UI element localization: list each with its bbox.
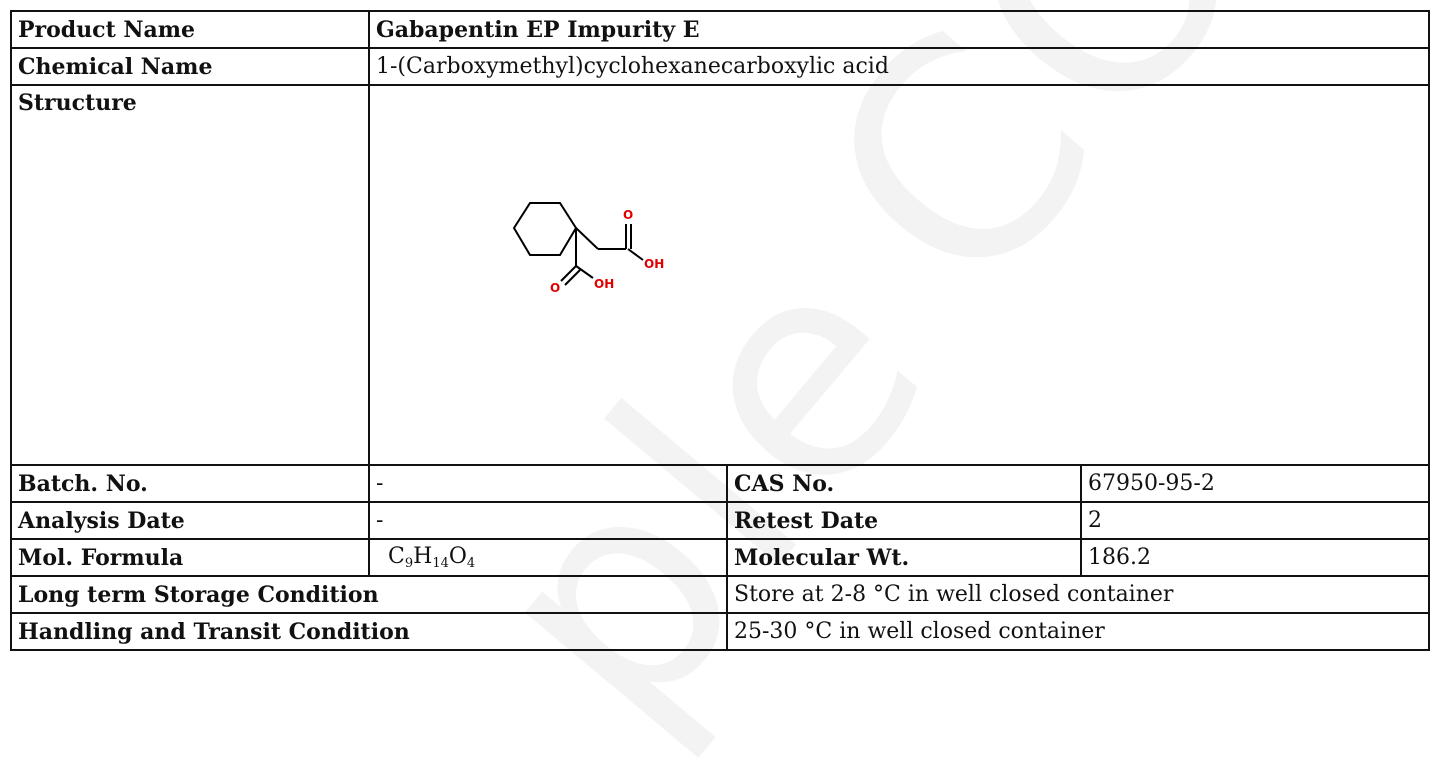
value-analysis-date: - <box>368 501 728 540</box>
molecule-structure-image: O OH O OH <box>512 202 664 295</box>
row-transit: Handling and Transit Condition 25-30 °C … <box>10 612 1431 651</box>
label-cas-no: CAS No. <box>726 464 1082 503</box>
label-retest-date: Retest Date <box>726 501 1082 540</box>
value-product-name: Gabapentin EP Impurity E <box>367 10 1431 49</box>
row-product-name: Product Name Gabapentin EP Impurity E <box>10 10 1431 49</box>
row-chemical-name: Chemical Name 1-(Carboxymethyl)cyclohexa… <box>10 47 1431 86</box>
label-batch-no: Batch. No. <box>10 464 370 503</box>
atom-oxygen-top: O <box>623 208 633 222</box>
label-mol-formula: Mol. Formula <box>10 538 370 577</box>
value-molecular-wt: 186.2 <box>1079 538 1431 577</box>
coa-table: Product Name Gabapentin EP Impurity E Ch… <box>10 10 1431 651</box>
row-formula-weight: Mol. Formula C9H14O4 Molecular Wt. 186.2 <box>10 538 1431 577</box>
value-transit-condition: 25-30 °C in well closed container <box>725 612 1431 651</box>
row-storage: Long term Storage Condition Store at 2-8… <box>10 575 1431 614</box>
row-dates: Analysis Date - Retest Date 2 <box>10 501 1431 540</box>
label-storage-condition: Long term Storage Condition <box>10 575 728 614</box>
atom-hydroxyl-bottom: OH <box>594 277 614 291</box>
label-structure: Structure <box>10 84 370 466</box>
molecule-bonds <box>512 202 644 286</box>
value-retest-date: 2 <box>1079 501 1431 540</box>
value-chemical-name: 1-(Carboxymethyl)cyclohexanecarboxylic a… <box>367 47 1431 86</box>
label-analysis-date: Analysis Date <box>10 501 370 540</box>
row-structure: Structure <box>10 84 1431 466</box>
structure-cell: O OH O OH <box>367 84 1431 466</box>
value-mol-formula: C9H14O4 <box>368 538 728 577</box>
value-cas-no: 67950-95-2 <box>1079 464 1431 503</box>
label-transit-condition: Handling and Transit Condition <box>10 612 728 651</box>
atom-hydroxyl-top: OH <box>644 257 664 271</box>
atom-oxygen-bottom: O <box>550 281 560 295</box>
value-batch-no: - <box>368 464 728 503</box>
label-chemical-name: Chemical Name <box>10 47 370 86</box>
label-molecular-wt: Molecular Wt. <box>726 538 1082 577</box>
value-storage-condition: Store at 2-8 °C in well closed container <box>725 575 1431 614</box>
row-batch-cas: Batch. No. - CAS No. 67950-95-2 <box>10 464 1431 503</box>
label-product-name: Product Name <box>10 10 370 49</box>
